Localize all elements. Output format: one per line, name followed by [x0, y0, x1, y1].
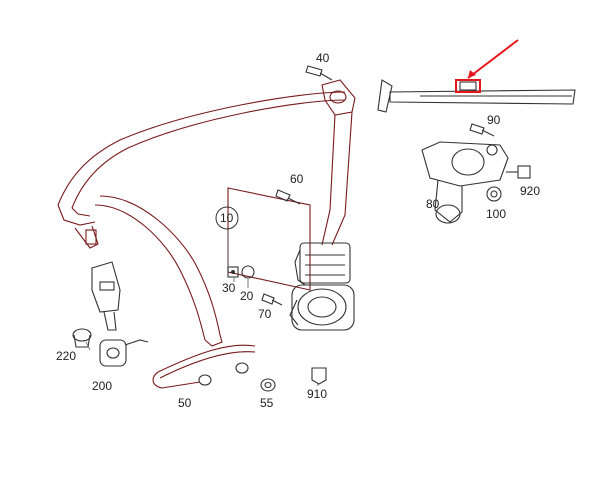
clip-55 — [260, 378, 276, 392]
label-100: 100 — [486, 207, 506, 221]
bolt-90 — [469, 123, 495, 137]
cap-910 — [311, 367, 327, 385]
highlight-box — [455, 39, 519, 93]
label-80: 80 — [426, 197, 440, 211]
motor-unit-80 — [421, 141, 509, 224]
bolt-60 — [275, 189, 301, 205]
nut-100 — [486, 186, 502, 202]
label-70: 70 — [258, 307, 272, 321]
label-30: 30 — [222, 281, 236, 295]
retractor-assembly — [289, 242, 355, 331]
label-40: 40 — [316, 51, 330, 65]
buckle-assembly — [91, 261, 149, 367]
label-10-circle — [215, 206, 239, 230]
washer-30 — [227, 266, 239, 278]
bolt-40 — [305, 65, 333, 81]
label-50: 50 — [178, 396, 192, 410]
bolt-70 — [261, 293, 283, 306]
leader-lines — [85, 278, 319, 386]
label-10: 10 — [220, 211, 234, 225]
label-200: 200 — [92, 379, 112, 393]
height-adjuster-rail — [377, 79, 576, 113]
connector-920 — [506, 165, 531, 179]
ring-20 — [241, 265, 255, 279]
cable-50 — [152, 344, 256, 389]
belt-webbing — [57, 91, 346, 347]
grommet-220 — [72, 328, 92, 348]
label-55: 55 — [260, 396, 274, 410]
label-20: 20 — [240, 289, 254, 303]
label-60: 60 — [290, 172, 304, 186]
label-910: 910 — [307, 387, 327, 401]
label-920: 920 — [520, 184, 540, 198]
label-220: 220 — [56, 349, 76, 363]
top-anchor-guide — [321, 79, 356, 246]
label-90: 90 — [487, 113, 501, 127]
